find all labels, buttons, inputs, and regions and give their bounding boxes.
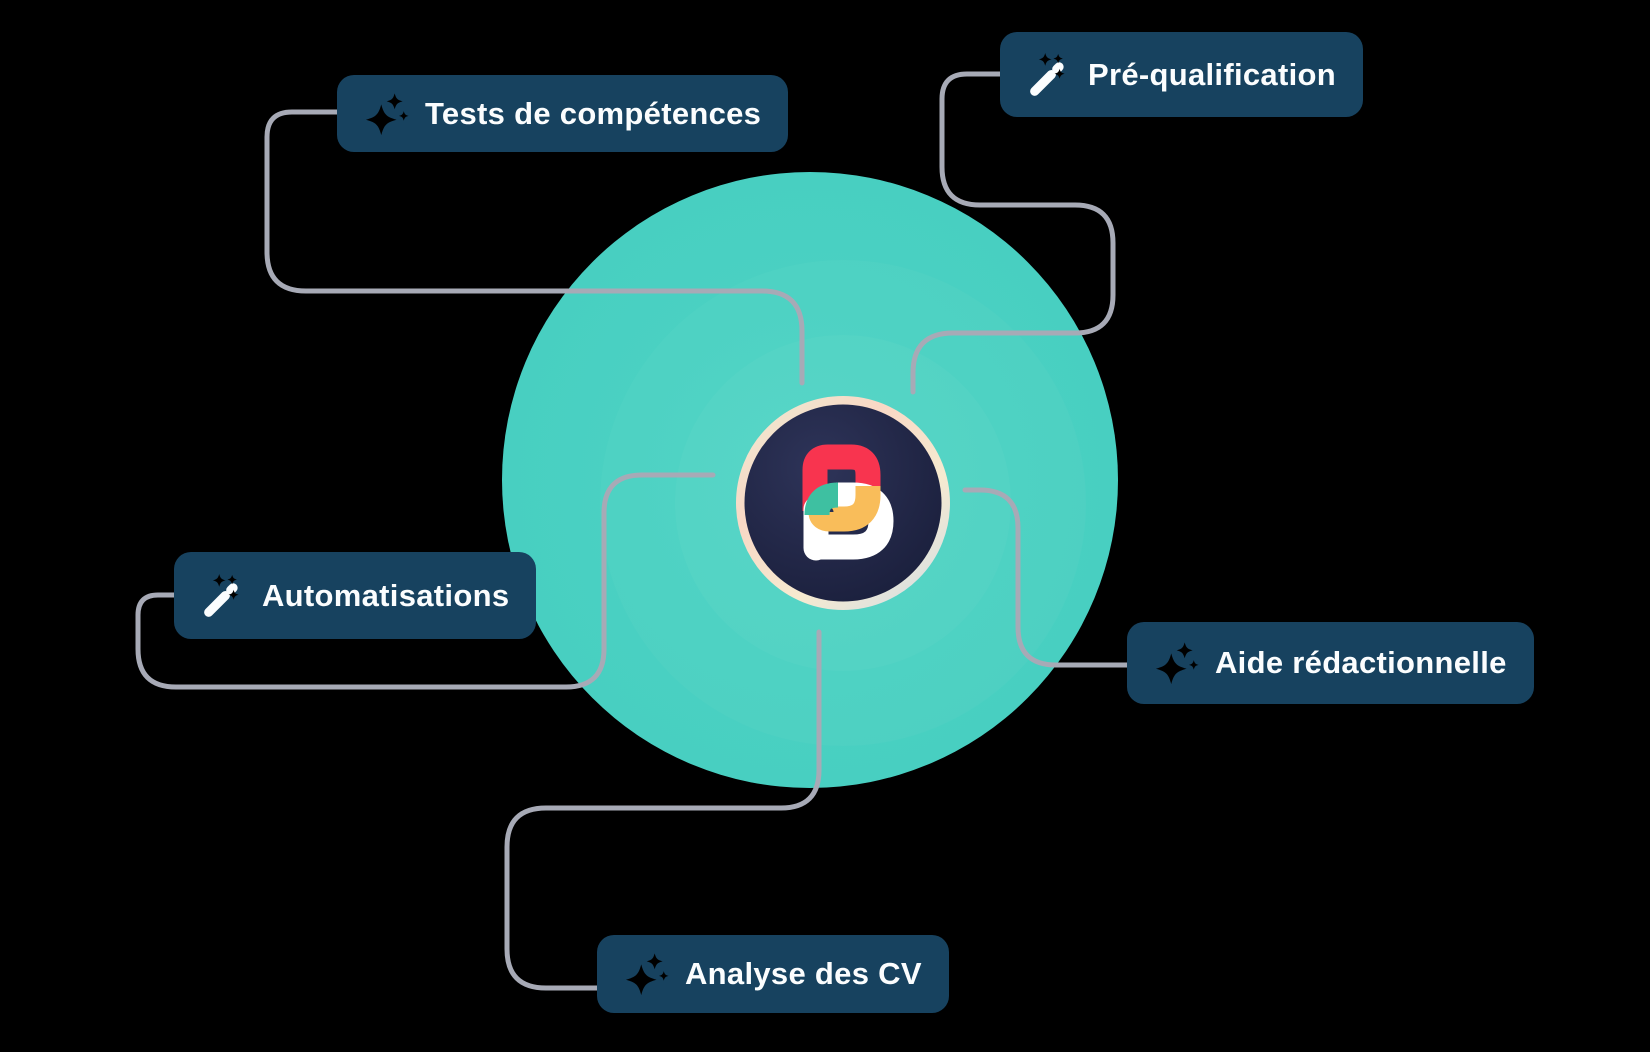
magic-wand-icon [201,573,247,619]
sparkles-icon [625,953,669,996]
node-pre-qualification: Pré-qualification [1000,32,1363,117]
beetween-logo [736,396,950,610]
node-label: Automatisations [262,577,510,613]
node-tests-de-competences: Tests de compétences [337,75,789,152]
node-label: Aide rédactionnelle [1215,645,1507,680]
connector-aide [962,487,1130,668]
connector-lines [135,71,1130,991]
node-analyse-des-cv: Analyse des CV [597,935,949,1013]
sparkles-icon [365,92,409,135]
node-aide-redactionnelle: Aide rédactionnelle [1127,622,1534,704]
logo-ring [736,396,950,610]
node-automatisations: Automatisations [174,552,537,639]
node-label: Tests de compétences [425,95,762,131]
connector-analyse [504,629,822,991]
connector-automatisations [135,472,716,690]
node-label: Pré-qualification [1088,56,1336,92]
sparkles-icon [1155,642,1199,685]
magic-wand-icon [1027,52,1073,98]
logo-b-monogram [802,444,894,561]
connector-tests [264,109,805,386]
node-label: Analyse des CV [685,956,922,991]
connector-prequalification [910,71,1116,395]
